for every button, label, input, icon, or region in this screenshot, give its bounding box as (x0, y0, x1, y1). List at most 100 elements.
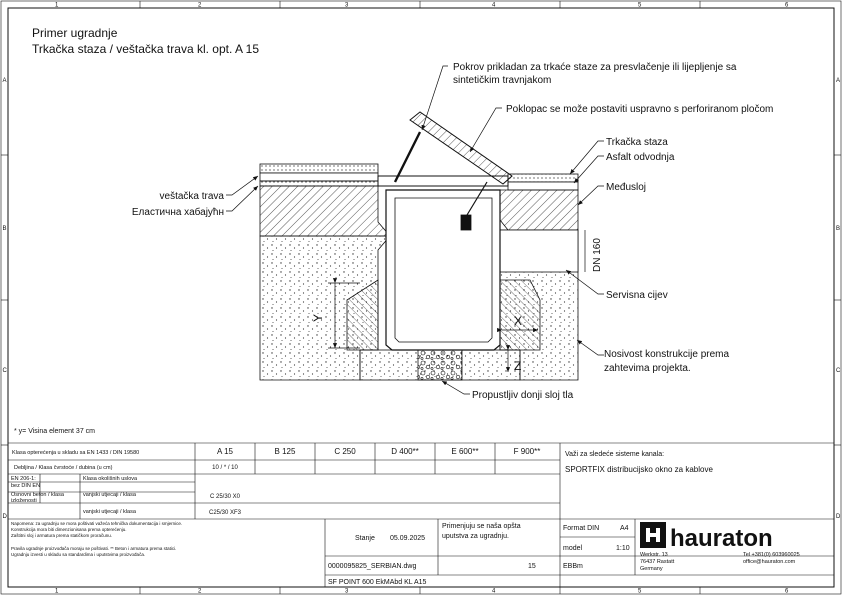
table-row2-b: bez DIN EN (11, 483, 40, 489)
row-label-a-right: A (836, 78, 840, 84)
col-label-4: 4 (492, 3, 496, 9)
callout-lid: Poklopac se može postaviti uspravno s pe… (506, 104, 773, 115)
class-a15: A 15 (217, 447, 234, 456)
scale-label: model (563, 545, 583, 552)
table-row2-a: EN 206-1: (11, 476, 36, 482)
address-2: 76437 Rastatt (640, 559, 675, 565)
col-label-4-bottom: 4 (492, 589, 496, 595)
class-f900: F 900** (514, 447, 541, 456)
status-date: 05.09.2025 (390, 535, 425, 542)
callout-interlayer: Međusloj (606, 182, 646, 193)
col-label-2-bottom: 2 (198, 589, 202, 595)
title-line-1: Primer ugradnje (32, 26, 118, 40)
title-block-grid (8, 442, 834, 587)
callout-pipe: Servisna cijev (606, 290, 668, 301)
cross-section (259, 111, 579, 381)
asphalt-layer-right (507, 181, 579, 191)
table-row3-d: vanjski utjecaji / klasa (83, 509, 137, 515)
col-label-5-bottom: 5 (638, 589, 642, 595)
turf-layer-left (259, 163, 379, 174)
note-line-3: Zaštitni sloj i armatura prema statičkom… (11, 533, 112, 538)
col-label-6: 6 (785, 3, 789, 9)
note-line-4: Pravila ugradnje proizvođača moraju se p… (11, 546, 176, 551)
note-line-5: Ugradnju izvesti u skladu sa standardima… (11, 552, 145, 557)
class-d400: D 400** (391, 447, 419, 456)
col-label-1-bottom: 1 (55, 589, 59, 595)
callout-bearing-2: zahtevima projekta. (604, 363, 691, 374)
row3-value-2: C25/30 XF3 (209, 510, 242, 516)
title-line-2: Trkačka staza / veštačka trava kl. opt. … (32, 42, 259, 56)
table-header-label: Klasa opterećenja u skladu sa EN 1433 / … (12, 450, 139, 456)
status-label: Stanje (355, 535, 375, 542)
track-layer-right (507, 173, 579, 183)
product-line: SF POINT 600 EkMAbd KL A15 (328, 579, 427, 586)
class-c250: C 250 (334, 447, 356, 456)
address-3: Germany (640, 566, 663, 572)
table-row2-c: Klasa okolišnih uslova (83, 476, 138, 482)
system-label: Važi za sledeće sisteme kanala: (565, 451, 664, 458)
hauraton-logo (640, 522, 666, 548)
lid-support-arm (393, 131, 422, 183)
col-label-3-bottom: 3 (345, 589, 349, 595)
callout-cover-1: Pokrov prikladan za trkaće staze za pres… (453, 62, 737, 73)
callout-track: Trkačka staza (606, 137, 668, 148)
dimension-lines (328, 230, 586, 372)
row-label-c: C (3, 368, 8, 374)
email: office@hauraton.com (743, 559, 796, 565)
shaft-frame (377, 175, 509, 187)
permeable-subsoil (417, 349, 463, 381)
sheet-border (7, 7, 835, 588)
base-fines-left (259, 180, 379, 187)
col-label-1: 1 (55, 3, 59, 9)
format-label: Format DIN (563, 525, 599, 532)
note-line-1: Napomena: za ugradnju se mora poštivati … (11, 521, 182, 526)
scale-value: 1:10 (616, 545, 630, 552)
col-label-2: 2 (198, 3, 202, 9)
address-1: Werkstr. 13 (640, 552, 668, 558)
dim-z-label: Z (514, 359, 521, 373)
callout-asphalt: Asfalt odvodnja (606, 152, 675, 163)
concrete-upper-left (259, 185, 391, 237)
general-note-1: Primenjuju se naša opšta (442, 523, 521, 530)
dim-x-label: X (514, 314, 522, 328)
concrete-upper-right (499, 189, 579, 231)
callout-bearing-1: Nosivost konstrukcije prema (604, 349, 729, 360)
counterweight (460, 214, 472, 231)
dn-label: DN 160 (592, 238, 603, 272)
callout-cover-2: sintetičkim travnjakom (453, 75, 551, 86)
shaft-inner-wall (394, 197, 493, 343)
row-label-d-right: D (836, 514, 841, 520)
open-lid (409, 111, 513, 185)
row1-value: 10 / * / 10 (212, 465, 238, 471)
col-label-3: 3 (345, 3, 349, 9)
note-line-2: Konstrukcija mora biti dimenzionisana pr… (11, 527, 127, 532)
row-label-d: D (3, 514, 8, 520)
general-note-2: uputstva za ugradnju. (442, 533, 509, 540)
lid-chain (466, 181, 488, 216)
service-pipe (499, 229, 579, 273)
row3-value-1: C 25/30 X0 (210, 494, 241, 500)
footnote: * y= Visina element 37 cm (14, 428, 95, 435)
callout-elastic: Еластична хабајућн (132, 206, 224, 218)
drawing-file: 0000095825_SERBIAN.dwg (328, 563, 416, 570)
class-e600: E 600** (451, 447, 478, 456)
row-label-b: B (3, 226, 7, 232)
shaft-body (385, 189, 501, 351)
drawing-code: EBBm (563, 563, 583, 570)
format-value: A4 (620, 525, 629, 532)
table-row3-a: Osnovni beton / klasa (11, 492, 65, 498)
callout-turf: veštačka trava (160, 191, 225, 202)
row-label-b-right: B (836, 226, 840, 232)
elastic-layer-left (259, 172, 379, 182)
sheet-number: 15 (528, 563, 536, 570)
brand-name: hauraton (670, 525, 773, 552)
class-b125: B 125 (275, 447, 296, 456)
col-label-5: 5 (638, 3, 642, 9)
callout-subsoil: Propustljiv donji sloj tla (472, 390, 574, 401)
table-row1-label: Debljina / Klasa čvrstoće / dubina (u cm… (14, 465, 113, 471)
table-row3-c: vanjski utjecaji / klasa (83, 492, 137, 498)
phone: Tel +381(0) 603960025 (743, 552, 800, 558)
